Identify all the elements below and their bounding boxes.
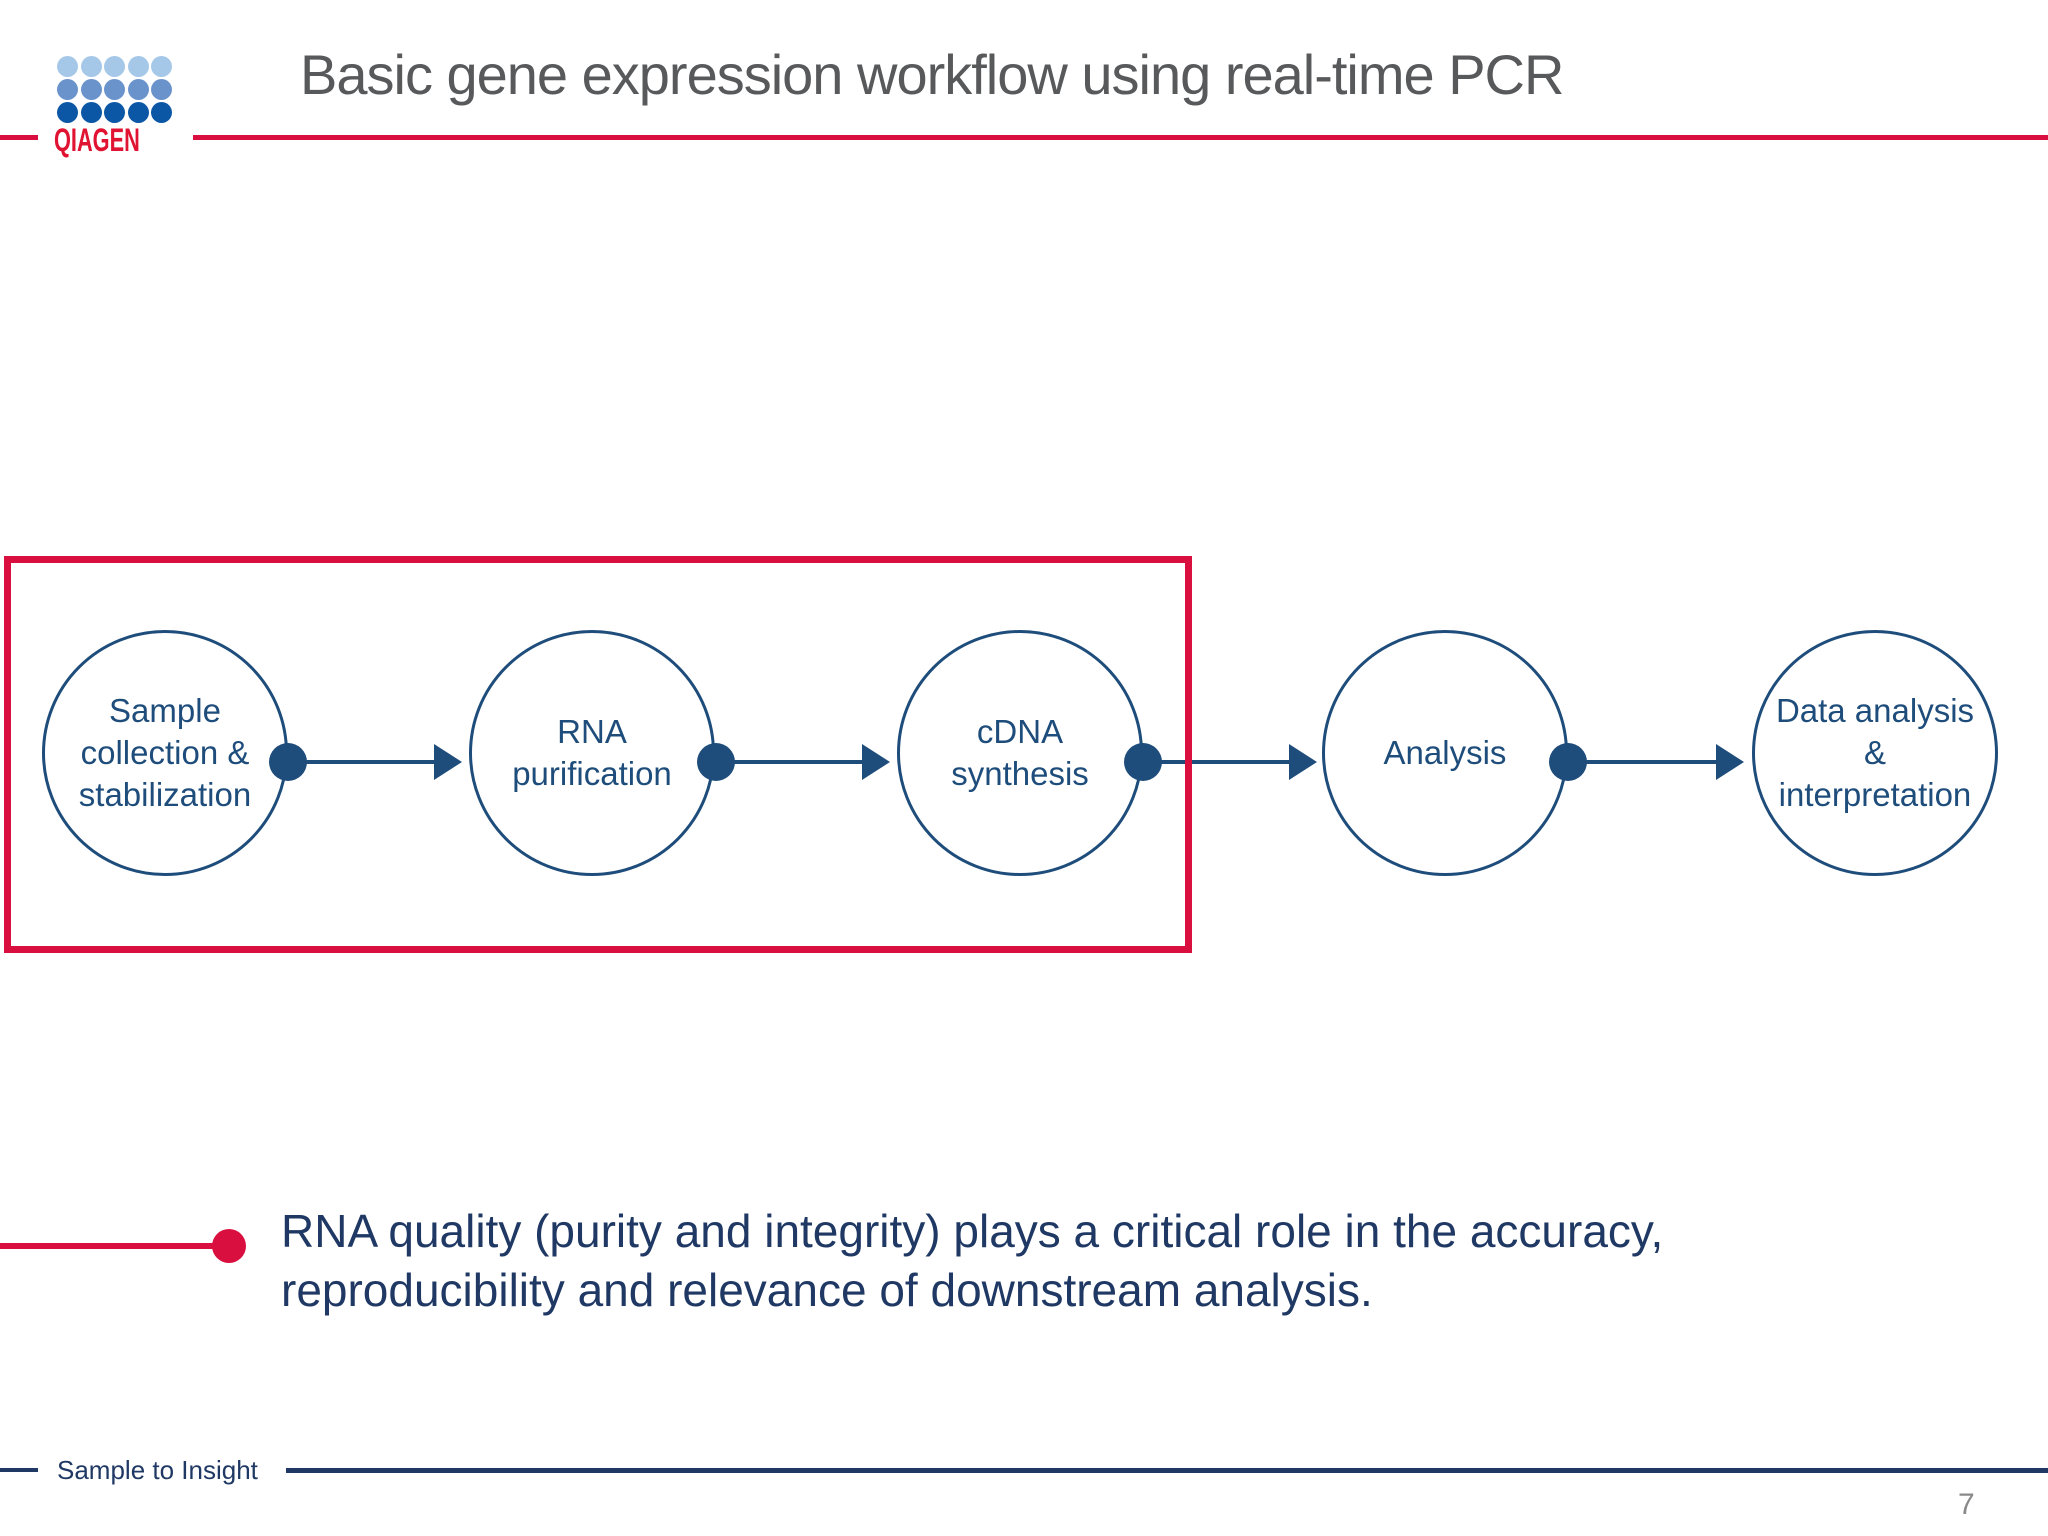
bullet-dot-icon <box>212 1229 246 1263</box>
footer-rule-left <box>0 1468 38 1472</box>
logo-dot-icon <box>57 102 78 123</box>
logo-dot-icon <box>57 79 78 100</box>
logo-dot-icon <box>151 56 172 77</box>
logo-dot-icon <box>151 102 172 123</box>
logo-dot-icon <box>57 56 78 77</box>
bullet-rule <box>0 1243 225 1249</box>
arrow-head-icon <box>434 744 462 780</box>
logo-dot-icon <box>104 56 125 77</box>
logo-dot-icon <box>127 79 149 100</box>
workflow-step-sample-collection: Sample collection & stabilization <box>42 630 288 876</box>
logo-dot-icon <box>80 79 102 100</box>
arrow-head-icon <box>862 744 890 780</box>
workflow-step-analysis: Analysis <box>1322 630 1568 876</box>
logo-dot-icon <box>104 79 125 100</box>
workflow-step-cdna-synthesis: cDNA synthesis <box>897 630 1143 876</box>
arrow-line <box>288 760 436 764</box>
logo-dot-icon <box>127 56 149 77</box>
header-rule-left <box>0 135 38 140</box>
logo-dot-icon <box>80 102 102 123</box>
page-title: Basic gene expression workflow using rea… <box>300 43 1564 106</box>
key-message-text: RNA quality (purity and integrity) plays… <box>281 1205 1664 1316</box>
header-rule-right <box>193 135 2048 140</box>
logo-dot-icon <box>80 56 102 77</box>
arrow-head-icon <box>1716 744 1744 780</box>
arrow-line <box>1568 760 1718 764</box>
arrow-head-icon <box>1289 744 1317 780</box>
highlight-box <box>4 556 1192 953</box>
page-number: 7 <box>1958 1488 1975 1521</box>
footer-rule-right <box>286 1468 2048 1473</box>
footer-tagline: Sample to Insight <box>57 1455 258 1485</box>
qiagen-logo-wordmark: QIAGEN <box>54 122 140 158</box>
logo-dot-icon <box>151 79 172 100</box>
logo-dot-icon <box>104 102 125 123</box>
arrow-line <box>716 760 864 764</box>
logo-dot-icon <box>127 102 149 123</box>
arrow-line <box>1143 760 1291 764</box>
workflow-step-data-analysis: Data analysis & interpretation <box>1752 630 1998 876</box>
qiagen-logo-dot-grid <box>57 56 172 123</box>
